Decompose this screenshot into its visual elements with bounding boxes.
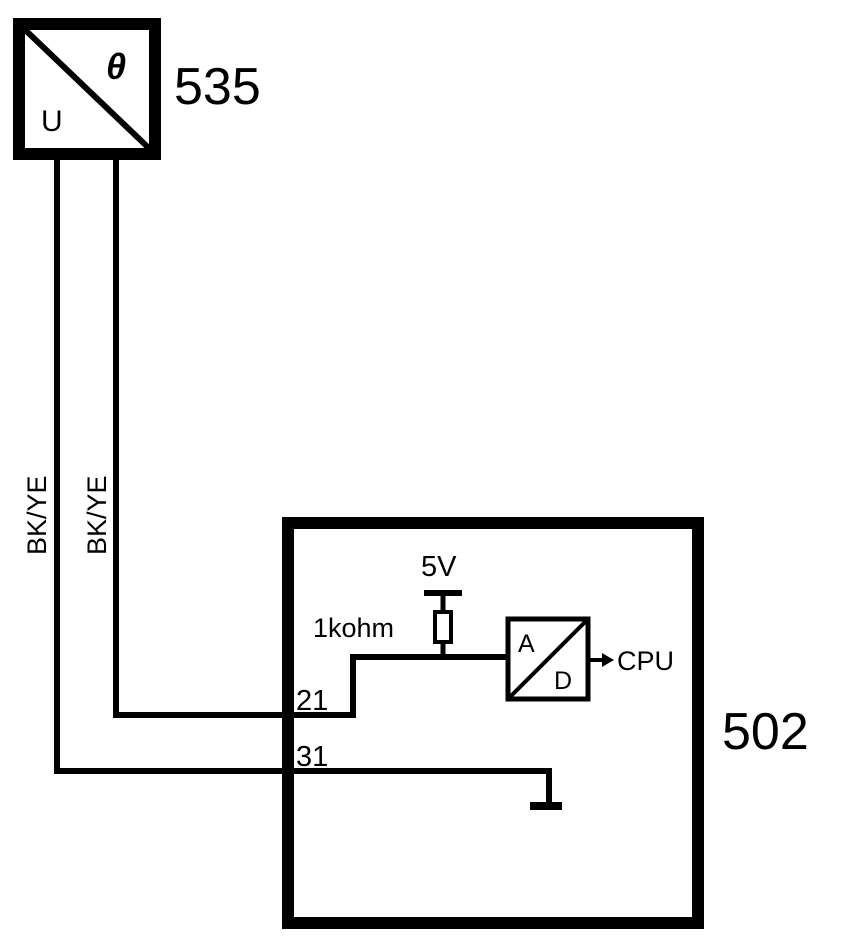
adc-diagonal xyxy=(506,617,590,701)
ecu-502: 502 21 31 5V 1kohm A D CPU xyxy=(282,517,809,929)
sensor-label-theta: θ xyxy=(106,46,126,87)
cpu-arrow-icon xyxy=(602,653,614,667)
supply-label: 5V xyxy=(421,551,457,583)
wire-label-right: BK/YE xyxy=(82,475,112,555)
resistor-label: 1kohm xyxy=(313,613,394,643)
adc-label-a: A xyxy=(518,630,535,658)
cpu-label: CPU xyxy=(617,646,674,676)
ecu-box xyxy=(282,517,704,929)
sensor-number: 535 xyxy=(174,58,261,116)
sensor-diagonal xyxy=(16,21,158,157)
sensor-label-u: U xyxy=(41,105,63,138)
ecu-number: 502 xyxy=(722,703,809,761)
resistor xyxy=(433,610,453,644)
sensor-box xyxy=(13,18,161,160)
wires xyxy=(54,154,552,803)
adc-label-d: D xyxy=(554,667,572,695)
pin-31-label: 31 xyxy=(296,741,328,773)
wire-pin-31 xyxy=(54,154,552,803)
wire-label-left: BK/YE xyxy=(22,475,52,555)
wire-pin-21 xyxy=(113,154,508,718)
sensor-535: θ U 535 xyxy=(13,18,261,160)
pin-21-label: 21 xyxy=(296,685,328,717)
